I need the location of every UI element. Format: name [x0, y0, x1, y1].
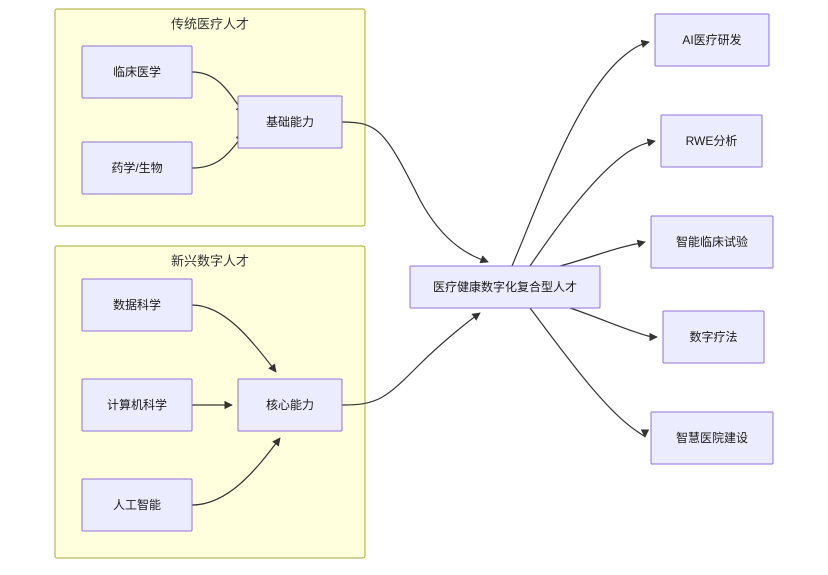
node-clinical[interactable]: 临床医学	[81, 45, 193, 99]
node-cs[interactable]: 计算机科学	[81, 378, 193, 432]
node-box[interactable]	[81, 378, 193, 432]
edge-hybrid-to-dtx	[569, 307, 658, 342]
node-label: 药学/生物	[111, 160, 162, 175]
node-hybrid[interactable]: 医疗健康数字化复合型人才	[409, 265, 601, 309]
node-label: AI医疗研发	[682, 32, 741, 47]
node-box[interactable]	[650, 411, 774, 465]
node-label: 基础能力	[266, 115, 314, 129]
node-box[interactable]	[662, 310, 765, 364]
edge-datasci-to-corecap	[191, 304, 277, 373]
node-label: 数据科学	[113, 297, 161, 312]
node-rwe[interactable]: RWE分析	[660, 114, 763, 168]
node-label: 核心能力	[266, 398, 314, 412]
node-box[interactable]	[654, 13, 770, 67]
node-label: 医疗健康数字化复合型人才	[433, 279, 577, 294]
node-box[interactable]	[237, 378, 343, 432]
node-label: 智能临床试验	[676, 234, 748, 249]
cluster-title: 新兴数字人才	[171, 253, 249, 268]
node-basecap[interactable]: 基础能力	[237, 95, 343, 149]
node-hospital[interactable]: 智慧医院建设	[650, 411, 774, 465]
node-label: 数字疗法	[689, 329, 737, 344]
node-box[interactable]	[237, 95, 343, 149]
node-pharm[interactable]: 药学/生物	[81, 141, 193, 195]
node-label: 临床医学	[113, 64, 161, 79]
edge-hybrid-to-rwe	[529, 138, 656, 267]
edge-corecap-to-hybrid	[341, 312, 481, 406]
node-label: RWE分析	[686, 134, 738, 148]
edge-basecap-to-hybrid	[341, 121, 489, 264]
node-corecap[interactable]: 核心能力	[237, 378, 343, 432]
node-box[interactable]	[409, 265, 601, 309]
node-ai[interactable]: 人工智能	[81, 478, 193, 532]
node-box[interactable]	[81, 45, 193, 99]
edge-hybrid-to-trial	[559, 239, 646, 267]
node-label: 计算机科学	[107, 397, 167, 412]
node-box[interactable]	[81, 141, 193, 195]
node-label: 人工智能	[113, 497, 161, 512]
edge-hybrid-to-airnd	[511, 39, 650, 267]
node-trial[interactable]: 智能临床试验	[650, 215, 774, 269]
edge-hybrid-to-hospital	[529, 307, 650, 438]
edge-ai-to-corecap	[191, 437, 281, 506]
node-datasci[interactable]: 数据科学	[81, 278, 193, 332]
node-airnd[interactable]: AI医疗研发	[654, 13, 770, 67]
node-box[interactable]	[81, 278, 193, 332]
node-box[interactable]	[81, 478, 193, 532]
cluster-title: 传统医疗人才	[171, 16, 249, 31]
node-box[interactable]	[660, 114, 763, 168]
node-box[interactable]	[650, 215, 774, 269]
node-dtx[interactable]: 数字疗法	[662, 310, 765, 364]
node-label: 智慧医院建设	[676, 430, 748, 445]
